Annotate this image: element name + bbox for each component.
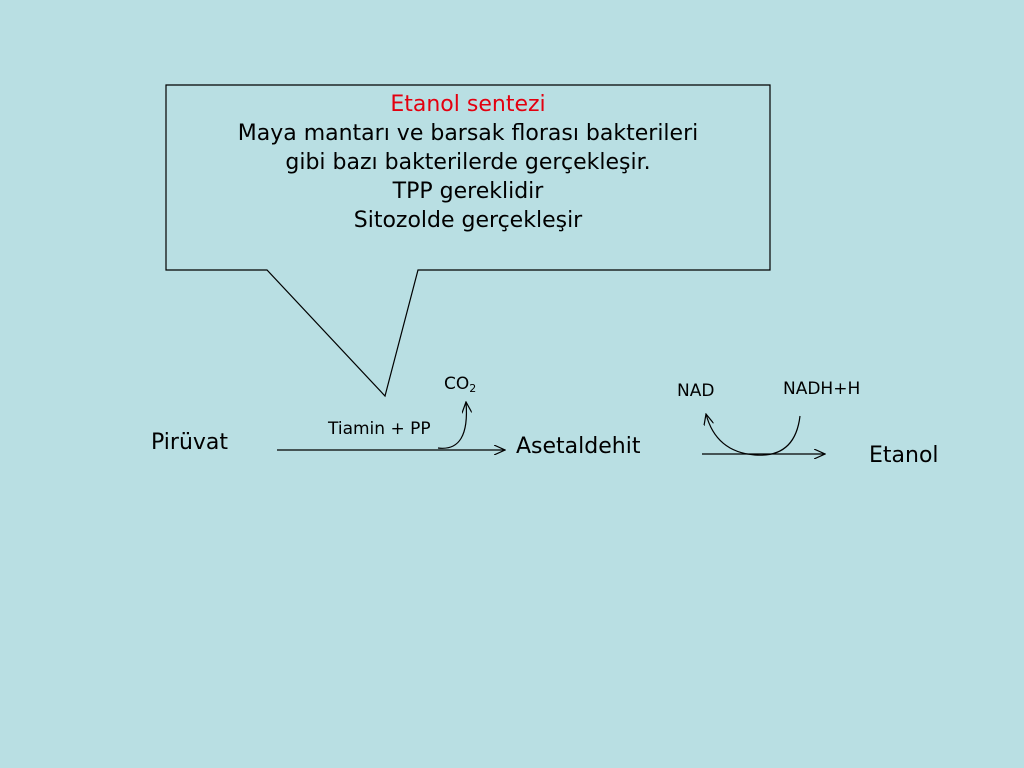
callout-line-2: gibi bazı bakterilerde gerçekleşir. [285,150,651,175]
intermediate-label: Asetaldehit [516,434,641,459]
co2-label-text: CO [444,374,470,394]
product-label: Etanol [869,443,939,468]
co2-label: CO2 [444,374,476,395]
callout-box [165,84,771,398]
co2-release-arrow [437,402,466,449]
callout-line-3: TPP gereklidir [392,179,544,204]
callout-text: Etanol sentezi Maya mantarı ve barsak fl… [166,90,770,235]
cofactor-label: Tiamin + PP [328,419,431,439]
nad-regeneration-arrow [706,414,801,456]
callout-title: Etanol sentezi [390,92,546,117]
co2-subscript: 2 [469,382,477,395]
callout-line-1: Maya mantarı ve barsak florası bakterile… [237,121,699,146]
nad-label: NAD [677,381,715,401]
substrate-label: Pirüvat [151,430,229,455]
nadh-label: NADH+H [783,379,861,399]
callout-line-4: Sitozolde gerçekleşir [353,208,583,233]
